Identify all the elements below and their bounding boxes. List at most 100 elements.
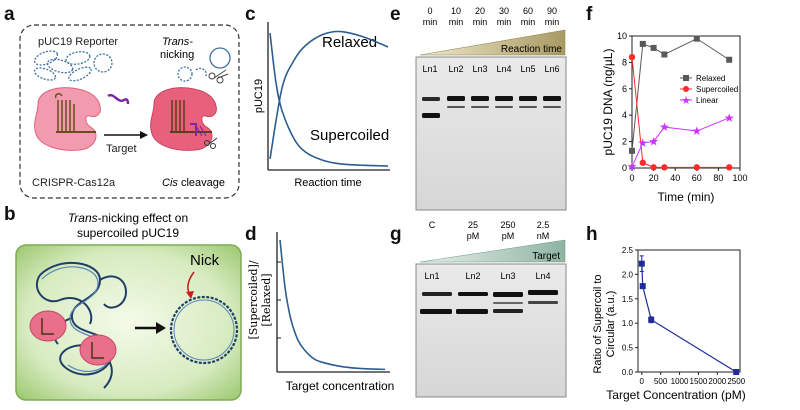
f-ytick-label-2: 4	[622, 110, 627, 120]
panel-d-ylabel-top: [Supercoiled]/	[247, 260, 260, 339]
h-xtick-label-2: 1000	[671, 377, 689, 386]
f-point-relaxed-1	[639, 40, 646, 47]
panel-a-letter: a	[4, 4, 15, 25]
g-band-ln1-relaxed	[422, 292, 452, 296]
f-point-linear-0: ★	[627, 160, 638, 174]
h-point-3	[733, 369, 740, 375]
f-point-linear-5: ★	[724, 111, 735, 125]
h-point-1	[639, 283, 646, 290]
e-time-value-1: 10	[451, 6, 461, 16]
e-time-unit-4: min	[521, 17, 536, 27]
e-band-ln3-linear	[471, 106, 489, 108]
cis-rest: cleavage	[178, 177, 225, 189]
h-xtick-label-5: 2500	[727, 377, 745, 386]
cas12a-bound-2	[79, 334, 117, 366]
panel-f-letter: f	[586, 4, 593, 25]
panel-b-title-1: Trans-nicking effect on	[68, 211, 188, 225]
f-point-relaxed-5	[726, 56, 733, 63]
f-ytick-label-1: 2	[622, 137, 627, 147]
plasmid-cluster	[33, 50, 113, 82]
e-band-ln4-relaxed	[495, 96, 513, 101]
panel-g-bar-label: Target	[532, 251, 560, 262]
panel-f-ylabel: pUC19 DNA (ng/µL)	[601, 49, 615, 156]
h-point-0	[638, 260, 645, 267]
g-conc-value-2: 250	[500, 220, 515, 230]
e-band-ln6-relaxed	[543, 96, 561, 101]
g-band-ln4-linear	[528, 301, 558, 304]
nicked-plasmids	[177, 66, 207, 82]
panel-a-dashed-box	[19, 24, 240, 199]
e-time-unit-3: min	[497, 17, 512, 27]
scissors-icon	[208, 69, 229, 84]
g-band-ln3-relaxed	[493, 292, 523, 297]
e-band-ln1-supercoiled	[422, 113, 440, 118]
h-series-line	[641, 263, 737, 373]
reaction-arrowhead	[140, 131, 148, 139]
e-lane-label-0: Ln1	[422, 64, 437, 74]
e-band-ln5-relaxed	[519, 96, 537, 101]
panel-c-letter: c	[245, 4, 256, 25]
relaxed-circular-plasmid	[169, 295, 239, 365]
f-xtick-label-2: 40	[670, 173, 680, 183]
f-xtick-label-0: 0	[629, 173, 634, 183]
h-xtick-label-0: 0	[640, 377, 645, 386]
f-point-supercoiled-0	[628, 53, 636, 61]
panel-h-ylabel-2: Circular (a.u.)	[605, 291, 617, 358]
g-conc-value-0: C	[429, 220, 436, 230]
panel-d-xlabel: Target concentration	[286, 379, 395, 393]
h-xtick-label-4: 2000	[708, 377, 726, 386]
panel-b-title-italic: Trans	[68, 211, 98, 225]
f-point-relaxed-3	[661, 51, 668, 58]
e-band-ln4-linear	[495, 106, 513, 108]
h-ytick-label-4: 2.0	[622, 270, 634, 279]
e-band-ln1-relaxed	[422, 97, 440, 101]
cas12a-bound-1	[29, 310, 67, 342]
g-band-ln2-supercoiled	[456, 309, 488, 314]
h-ytick-label-2: 1.0	[622, 319, 634, 328]
f-legend-label-2: Linear	[696, 96, 719, 105]
e-band-ln3-relaxed	[471, 96, 489, 101]
cas12a-label: CRISPR-Cas12a	[32, 177, 116, 189]
panel-b: b Trans-nicking effect on supercoiled pU…	[4, 204, 242, 401]
panel-d-yticks	[277, 261, 281, 339]
f-xtick-label-5: 100	[732, 173, 747, 183]
trans-nicking-label-2: nicking	[160, 49, 194, 61]
f-point-supercoiled-5	[726, 164, 733, 171]
panel-c-xlabel: Reaction time	[294, 177, 361, 189]
f-plot-frame	[631, 35, 741, 169]
f-point-linear-4: ★	[691, 124, 702, 138]
panel-a: a pUC19 Reporter Target Trans- nicking	[4, 4, 240, 199]
target-label: Target	[106, 143, 137, 155]
panel-b-title-rest: -nicking effect on	[98, 211, 189, 225]
f-xtick-label-4: 80	[713, 173, 723, 183]
g-conc-value-1: 25	[468, 220, 478, 230]
f-point-supercoiled-2	[650, 164, 657, 171]
panel-b-arrowhead	[156, 322, 166, 334]
panel-d-decay-curve	[279, 239, 386, 371]
panel-c-ylabel: pUC19	[253, 79, 265, 113]
scissors-cis-icon	[204, 137, 218, 149]
cas12a-protein-left	[34, 87, 101, 151]
panel-c-relaxed-curve	[269, 30, 389, 160]
panel-e-letter: e	[390, 4, 401, 25]
relaxed-plasmid-icon	[209, 47, 231, 69]
f-legend-marker-1	[683, 86, 689, 92]
reporter-label: pUC19 Reporter	[38, 36, 118, 48]
panel-e-bar-label: Reaction time	[501, 44, 563, 55]
panel-h-letter: h	[586, 224, 598, 245]
e-time-unit-0: min	[423, 17, 438, 27]
h-ytick-label-0: 0.0	[622, 368, 634, 377]
f-ytick-label-4: 8	[622, 57, 627, 67]
panel-h-ylabel-1: Ratio of Supercoil to	[592, 274, 604, 373]
nick-label: Nick	[190, 252, 220, 269]
g-conc-unit-3: nM	[537, 231, 550, 241]
panel-g-gradient-bar	[419, 239, 566, 263]
panel-g-bands	[420, 290, 558, 314]
f-point-supercoiled-4	[693, 164, 700, 171]
f-point-relaxed-2	[650, 44, 657, 51]
f-ytick-label-5: 10	[617, 31, 627, 41]
